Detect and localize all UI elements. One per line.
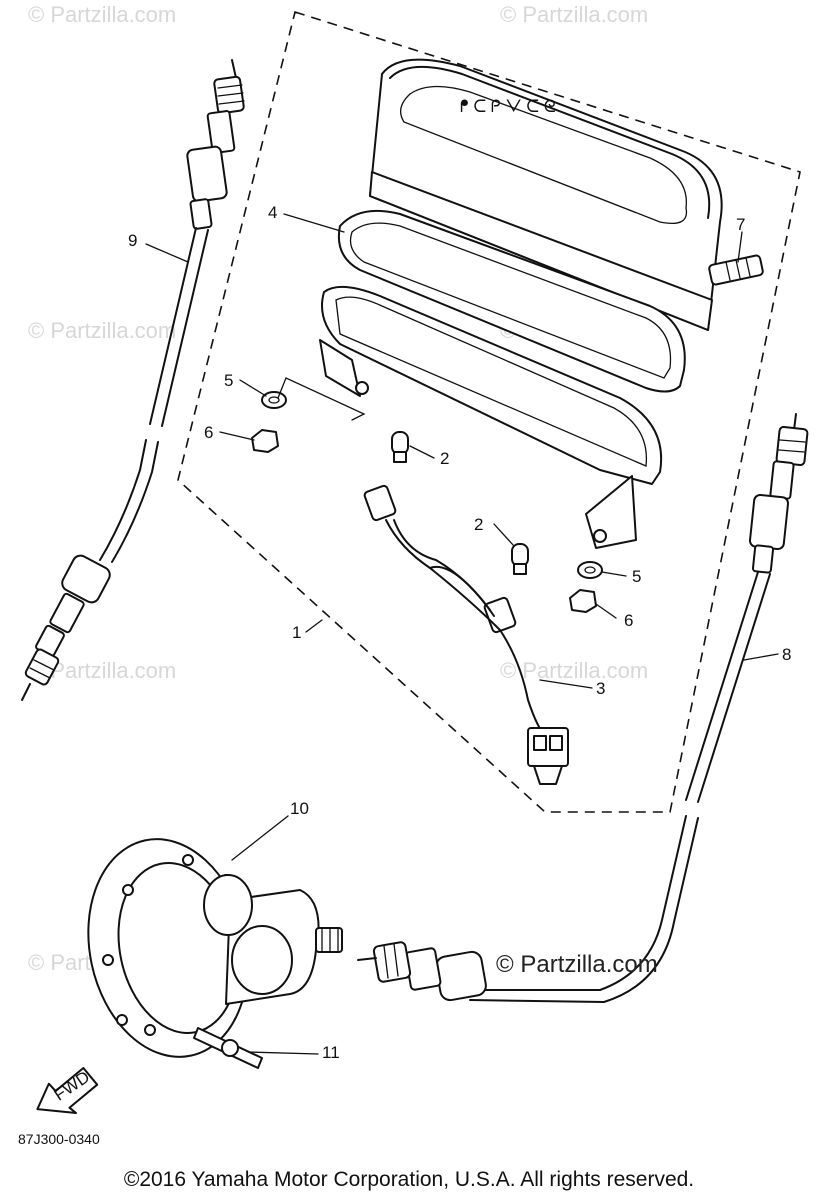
callout-11: 11	[322, 1043, 340, 1062]
watermark: © Partzilla.com	[28, 2, 176, 27]
watermark-main: © Partzilla.com	[496, 951, 658, 978]
leader-lines	[145, 213, 779, 1055]
callout-6: 6	[204, 423, 213, 442]
copyright-notice: ©2016 Yamaha Motor Corporation, U.S.A. A…	[123, 1168, 695, 1191]
callout-7: 7	[736, 215, 745, 234]
assembly-boundary	[177, 10, 801, 813]
callout-2: 2	[474, 515, 483, 534]
fwd-arrow: FWD	[36, 1067, 99, 1115]
callout-6: 6	[624, 611, 633, 630]
callout-10: 10	[290, 799, 309, 818]
watermark: © Partzilla.com	[500, 658, 648, 683]
pin-11	[193, 1027, 263, 1069]
callout-5: 5	[224, 371, 233, 390]
callout-5: 5	[632, 567, 641, 586]
watermark: © Partzilla.com	[500, 2, 648, 27]
callout-8: 8	[782, 645, 791, 664]
harness-3	[363, 484, 569, 785]
washer-nut-left	[251, 377, 366, 453]
callout-1: 1	[292, 623, 301, 642]
cable-8	[357, 413, 809, 1003]
callout-labels: 1 2 2 3 4 5 5 6 6 7 8 9 10 11	[128, 203, 791, 1062]
callout-2: 2	[440, 449, 449, 468]
callout-9: 9	[128, 231, 137, 250]
gear-unit-10	[87, 838, 343, 1058]
gauge-face-sketch: ᖰ ᑕ ᑭ ᐯ ᑕ ᘓ	[460, 97, 556, 116]
drawing-code: 87J300-0340	[18, 1131, 100, 1147]
cable-9	[21, 59, 245, 701]
washer-nut-right	[569, 561, 603, 613]
bulbs-2	[391, 431, 529, 575]
watermark: © Partzilla.com	[28, 318, 176, 343]
callout-4: 4	[268, 203, 277, 222]
meter-housing: ᖰ ᑕ ᑭ ᐯ ᑕ ᘓ	[319, 58, 764, 549]
callout-3: 3	[596, 679, 605, 698]
